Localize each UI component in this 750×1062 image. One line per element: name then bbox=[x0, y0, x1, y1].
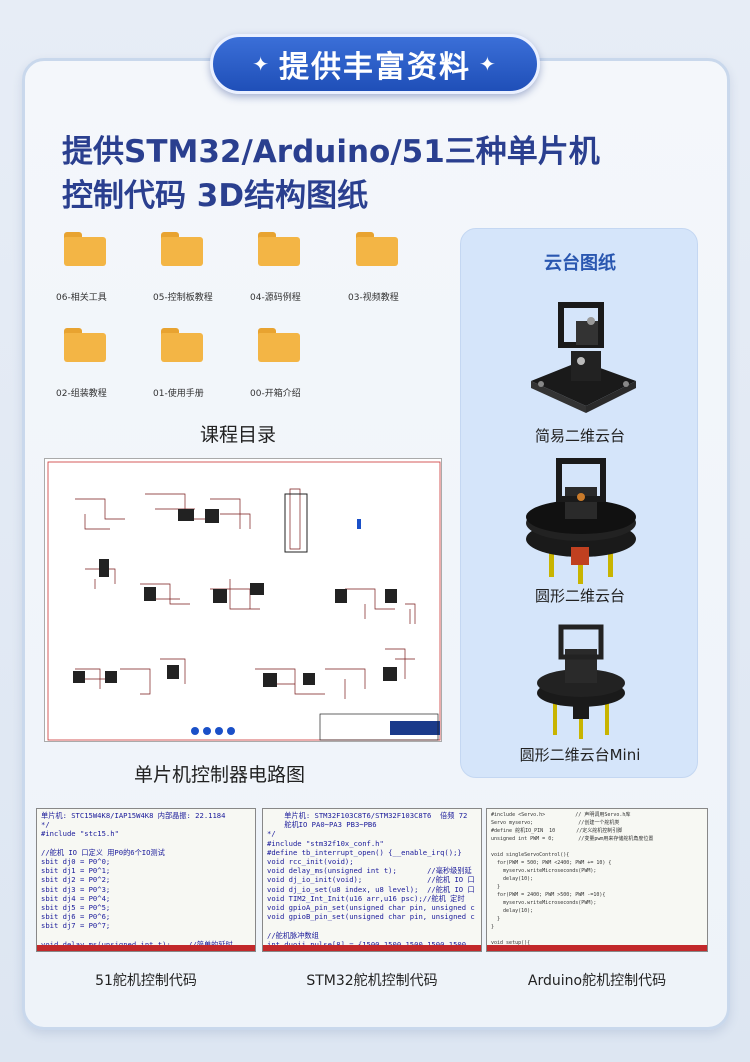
code-text: #include <Servo.h> // 声明调用Servo.h库 Servo… bbox=[491, 812, 669, 951]
folder-item[interactable]: 03-视频教程 bbox=[348, 232, 438, 303]
course-caption: 课程目录 bbox=[200, 424, 277, 446]
banner-title: 提供丰富资料 bbox=[279, 50, 471, 85]
folder-icon bbox=[356, 232, 398, 266]
code-text: 单片机: STM32F103C8T6/STM32F103C8T6 倍频 72 舵… bbox=[267, 811, 475, 949]
folder-icon bbox=[258, 328, 300, 362]
folder-item[interactable]: 02-组装教程 bbox=[56, 328, 146, 399]
folder-icon bbox=[161, 328, 203, 362]
circuit-caption: 单片机控制器电路图 bbox=[134, 764, 306, 786]
code-caption: STM32舵机控制代码 bbox=[306, 973, 438, 989]
folder-label: 02-组装教程 bbox=[56, 389, 107, 399]
folder-icon bbox=[258, 232, 300, 266]
folder-label: 01-使用手册 bbox=[153, 389, 204, 399]
code-text: 单片机: STC15W4K8/IAP15W4K8 内部晶振: 22.1184 *… bbox=[41, 811, 233, 949]
folder-icon bbox=[64, 328, 106, 362]
folder-item[interactable]: 05-控制板教程 bbox=[153, 232, 243, 303]
folder-label: 06-相关工具 bbox=[56, 293, 107, 303]
gimbal-drawings-panel: 云台图纸 简易二维云台 圆形二维云台 圆形二维云台Mini bbox=[460, 228, 698, 778]
code-caption: 51舵机控制代码 bbox=[95, 973, 197, 989]
sparkle-icon: ✦ bbox=[252, 52, 271, 76]
code-footer-bar bbox=[263, 945, 481, 951]
folder-item[interactable]: 01-使用手册 bbox=[153, 328, 243, 399]
sparkle-icon: ✦ bbox=[479, 52, 498, 76]
folder-label: 00-开箱介绍 bbox=[250, 389, 301, 399]
folder-item[interactable]: 00-开箱介绍 bbox=[250, 328, 340, 399]
code-screenshot-stm32: 单片机: STM32F103C8T6/STM32F103C8T6 倍频 72 舵… bbox=[262, 808, 482, 952]
round-gimbal-mini-image bbox=[537, 624, 625, 739]
circuit-schematic-image bbox=[44, 458, 442, 742]
folder-item[interactable]: 04-源码例程 bbox=[250, 232, 340, 303]
code-footer-bar bbox=[37, 945, 255, 951]
folder-label: 03-视频教程 bbox=[348, 293, 399, 303]
folder-label: 05-控制板教程 bbox=[153, 293, 213, 303]
gimbal-panel-title: 云台图纸 bbox=[544, 253, 616, 274]
course-folder-grid: 06-相关工具 05-控制板教程 04-源码例程 03-视频教程 02-组装教程… bbox=[56, 232, 448, 402]
headline: 提供STM32/Arduino/51三种单片机 控制代码 3D结构图纸 bbox=[62, 130, 600, 218]
code-caption: Arduino舵机控制代码 bbox=[527, 973, 667, 989]
gimbal-caption: 圆形二维云台Mini bbox=[519, 746, 641, 764]
headline-line-2: 控制代码 3D结构图纸 bbox=[62, 178, 369, 214]
simple-gimbal-image bbox=[531, 302, 636, 413]
code-footer-bar bbox=[487, 945, 707, 951]
code-screenshot-arduino: #include <Servo.h> // 声明调用Servo.h库 Servo… bbox=[486, 808, 708, 952]
code-screenshot-51: 单片机: STC15W4K8/IAP15W4K8 内部晶振: 22.1184 *… bbox=[36, 808, 256, 952]
folder-label: 04-源码例程 bbox=[250, 293, 301, 303]
folder-item[interactable]: 06-相关工具 bbox=[56, 232, 146, 303]
folder-icon bbox=[161, 232, 203, 266]
gimbal-caption: 圆形二维云台 bbox=[534, 587, 625, 605]
folder-icon bbox=[64, 232, 106, 266]
headline-line-1: 提供STM32/Arduino/51三种单片机 bbox=[62, 134, 600, 170]
gimbal-caption: 简易二维云台 bbox=[534, 427, 625, 445]
section-banner: ✦ 提供丰富资料 ✦ bbox=[210, 34, 540, 94]
schematic-drawing bbox=[47, 461, 441, 741]
round-gimbal-image bbox=[526, 458, 636, 584]
